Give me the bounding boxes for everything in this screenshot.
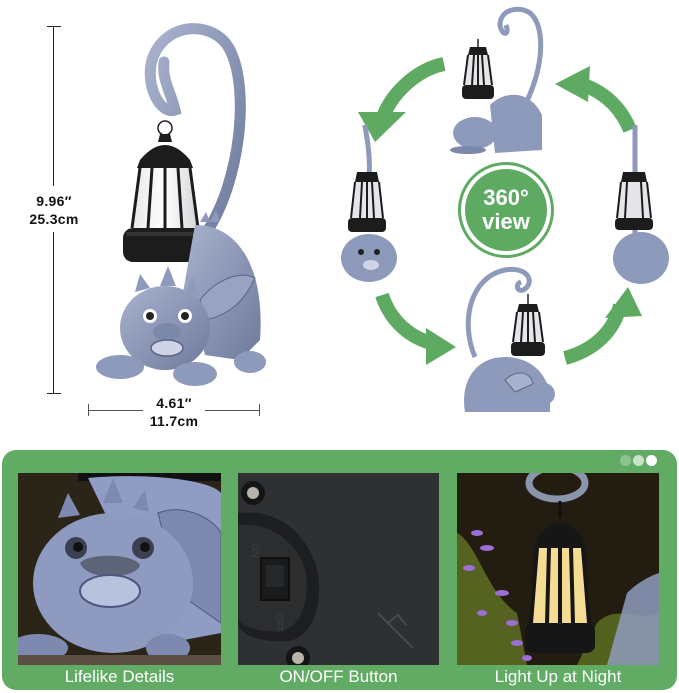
feature-caption-on-off-button: ON/OFF Button xyxy=(279,667,398,686)
feature-caption-light-up-at-night: Light Up at Night xyxy=(494,667,622,686)
height-dimension-line-top xyxy=(53,26,54,186)
feature-image-lifelike-details xyxy=(18,473,221,665)
rotation-view-back xyxy=(613,125,669,284)
rotation-360-badge: 360° view xyxy=(458,162,554,258)
height-inches-label: 9.96″ xyxy=(36,193,72,209)
feature-image-light-up-at-night xyxy=(457,473,659,665)
rotation-view-side-right xyxy=(464,266,555,412)
svg-text:OFF: OFF xyxy=(273,613,284,633)
rotation-view-side-left xyxy=(450,6,544,154)
height-dimension-bottom-tick xyxy=(47,393,61,394)
arrow-down-left-icon xyxy=(358,112,406,142)
svg-text:ON: ON xyxy=(249,543,260,558)
width-dimension-right-tick xyxy=(259,404,260,416)
rotation-view-front xyxy=(341,124,397,282)
main-product-image xyxy=(96,23,266,386)
feature-image-on-off-button: ON OFF xyxy=(238,473,439,665)
width-dimension-line-left xyxy=(88,410,143,411)
arrow-right-icon xyxy=(426,328,456,365)
carousel-dot-2[interactable] xyxy=(633,455,644,466)
badge-360-text: 360° xyxy=(483,185,529,210)
height-cm-label: 25.3cm xyxy=(29,211,79,227)
badge-view-text: view xyxy=(482,209,530,234)
feature-caption-lifelike-details: Lifelike Details xyxy=(64,667,175,686)
rotation-arrows xyxy=(358,57,642,365)
width-inches-label: 4.61″ xyxy=(156,395,192,411)
arrow-up-left-icon xyxy=(555,66,590,102)
width-dimension-line-right xyxy=(205,410,259,411)
arrow-up-right-icon xyxy=(605,287,642,318)
carousel-dot-1[interactable] xyxy=(620,455,631,466)
height-dimension-top-tick xyxy=(47,26,61,27)
width-cm-label: 11.7cm xyxy=(149,413,199,429)
height-dimension-line-bottom xyxy=(53,232,54,394)
carousel-dot-3[interactable] xyxy=(646,455,657,466)
carousel-dots xyxy=(620,455,657,466)
